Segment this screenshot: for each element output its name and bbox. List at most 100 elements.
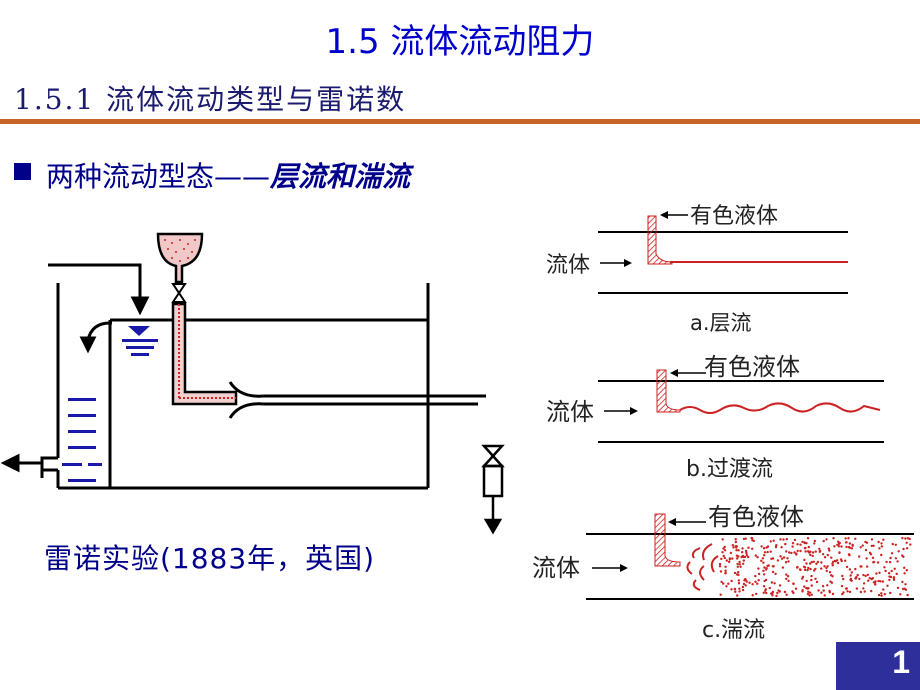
- dye-particle: [785, 550, 788, 553]
- dye-particle: [816, 560, 820, 564]
- dye-particle: [785, 537, 788, 541]
- dye-particle: [763, 566, 766, 569]
- dye-particle: [738, 560, 741, 564]
- dye-particle: [864, 548, 868, 552]
- dye-particle: [828, 591, 831, 594]
- dye-particle: [905, 541, 908, 544]
- dye-particle: [738, 563, 741, 566]
- dye-particle: [764, 589, 767, 592]
- dye-particle: [817, 589, 820, 592]
- dye-particle: [867, 579, 870, 582]
- dye-particle: [870, 538, 874, 541]
- dye-particle: [779, 538, 782, 541]
- dye-particle: [782, 556, 786, 559]
- dye-particle: [786, 557, 789, 560]
- dye-particle: [808, 562, 812, 565]
- dye-particle: [736, 594, 739, 597]
- dye-particle: [836, 561, 840, 565]
- dye-particle: [769, 540, 772, 543]
- dye-particle: [725, 585, 728, 588]
- dye-particle: [820, 591, 823, 594]
- dye-particle: [747, 546, 750, 549]
- dye-particle: [757, 579, 760, 582]
- dye-particle: [806, 568, 809, 572]
- dye-particle: [734, 540, 738, 544]
- dye-particle: [783, 590, 787, 594]
- dye-particle: [774, 545, 778, 549]
- dye-particle: [877, 593, 881, 597]
- dye-particle: [823, 594, 826, 597]
- dye-particle: [842, 591, 845, 594]
- dye-particle: [806, 537, 810, 540]
- dye-particle: [754, 580, 757, 583]
- dye-particle: [809, 553, 812, 557]
- dye-particle: [744, 549, 748, 553]
- dye-particle: [762, 561, 765, 564]
- dye-particle: [902, 547, 905, 551]
- dye-particle: [830, 556, 833, 559]
- dye-label: 有色液体: [690, 204, 778, 229]
- dye-particle: [884, 569, 887, 573]
- dye-particle: [844, 559, 847, 562]
- dye-particle: [751, 539, 754, 542]
- dye-particle: [762, 547, 766, 550]
- dye-particle: [807, 566, 810, 570]
- dye-particle: [909, 543, 912, 546]
- dye-particle: [743, 555, 747, 559]
- dye-particle: [873, 581, 877, 584]
- dye-particle: [832, 537, 835, 540]
- dye-particle: [805, 586, 808, 590]
- dye-particle: [731, 557, 734, 560]
- dye-particle: [744, 577, 747, 581]
- dye-particle: [768, 586, 771, 590]
- dye-particle: [848, 546, 852, 549]
- dye-particle: [826, 553, 829, 557]
- dye-particle: [882, 588, 885, 591]
- dye-particle: [784, 542, 787, 546]
- dye-particle: [804, 550, 807, 553]
- dye-particle: [830, 574, 833, 577]
- dye-particle: [904, 537, 907, 540]
- dye-particle: [787, 579, 790, 583]
- dye-particle: [719, 593, 722, 596]
- dye-particle: [886, 584, 889, 587]
- fluid-label: 流体: [546, 398, 594, 426]
- dye-particle: [862, 573, 865, 577]
- dye-particle: [890, 552, 894, 555]
- dye-particle: [737, 549, 740, 552]
- dye-particle: [821, 585, 825, 588]
- dye-particle: [736, 562, 739, 566]
- dye-particle: [822, 539, 825, 543]
- dye-particle: [721, 551, 724, 554]
- dye-particle: [888, 578, 891, 582]
- dye-particle: [902, 587, 905, 591]
- dye-particle: [866, 573, 870, 576]
- dye-particle: [840, 584, 844, 588]
- dye-particle: [793, 551, 796, 554]
- dye-particle: [850, 547, 854, 550]
- dye-particle: [796, 565, 799, 569]
- dye-particle: [762, 591, 765, 594]
- dye-particle: [785, 593, 788, 596]
- dye-particle: [776, 559, 780, 562]
- dye-particle: [773, 582, 776, 585]
- dye-particle: [868, 577, 871, 580]
- dye-particle: [905, 569, 908, 572]
- dye-particle: [810, 578, 813, 582]
- dye-particle: [823, 565, 826, 568]
- dye-particle: [744, 537, 747, 540]
- dye-particle: [871, 556, 875, 559]
- dye-particle: [895, 572, 898, 576]
- dye-particle: [791, 542, 795, 545]
- dye-particle: [814, 567, 817, 571]
- dye-particle: [748, 581, 751, 584]
- dye-funnel: [156, 232, 204, 303]
- dye-particle: [849, 574, 852, 577]
- dye-particle: [771, 594, 774, 597]
- laminar-flow-panel: 有色液体 流体 a.层流: [546, 204, 848, 335]
- dye-particle: [742, 562, 745, 565]
- dye-particle: [803, 585, 806, 588]
- dye-particle: [896, 586, 900, 590]
- drain-outlet: [0, 453, 60, 488]
- dye-particle: [765, 568, 768, 571]
